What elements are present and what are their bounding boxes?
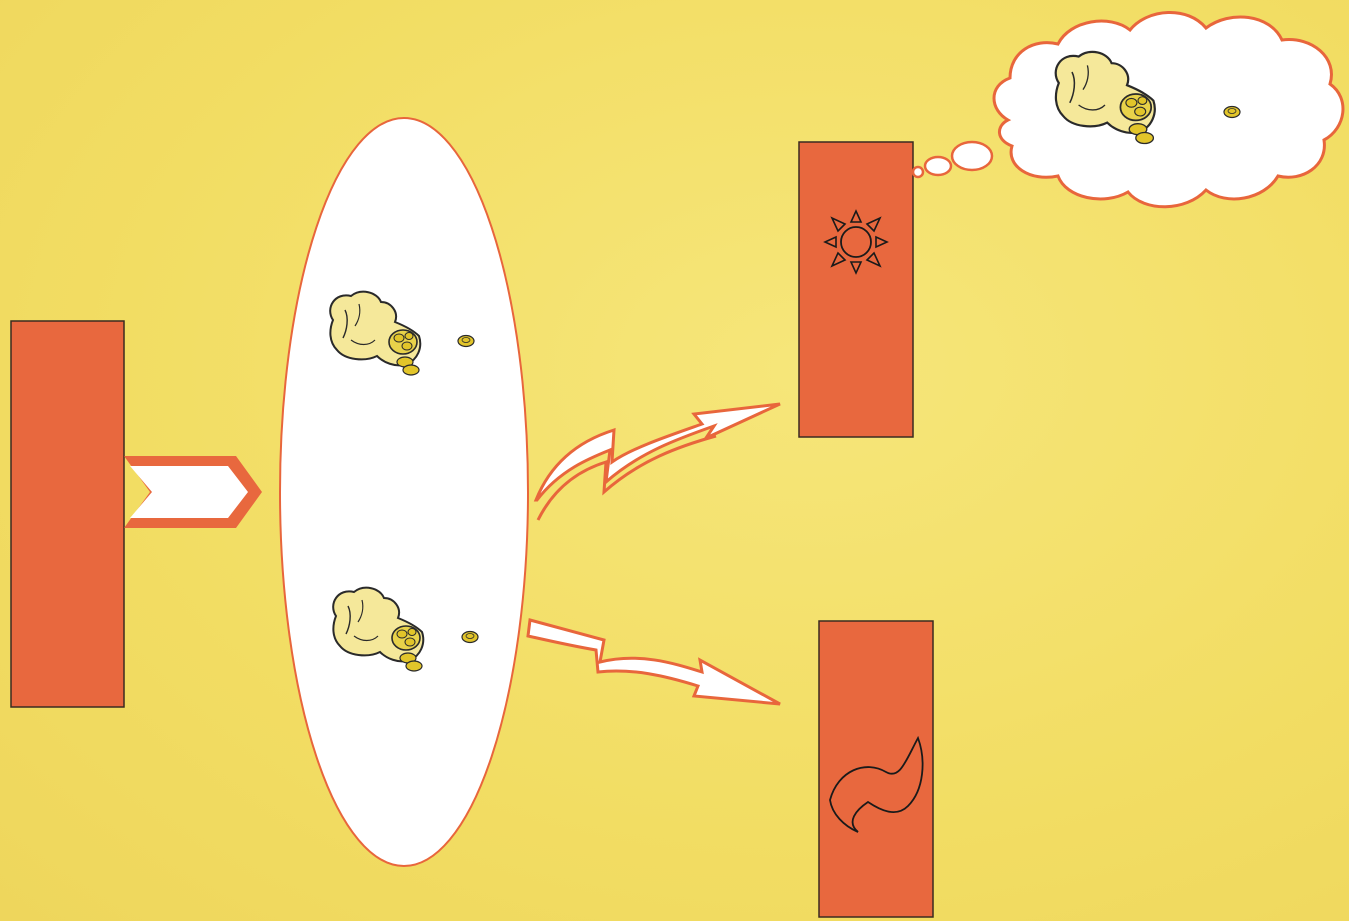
coin-icon [462, 632, 478, 643]
lower-arrow-icon [528, 620, 780, 704]
coin-icon [458, 336, 474, 347]
lower-target-block [819, 621, 933, 917]
upper-target-block [799, 142, 913, 437]
upper-arrow-icon [536, 404, 780, 520]
source-block [11, 321, 124, 707]
center-ellipse [280, 118, 528, 866]
chevron-arrow-icon [124, 456, 262, 528]
coin-icon [1224, 107, 1240, 118]
